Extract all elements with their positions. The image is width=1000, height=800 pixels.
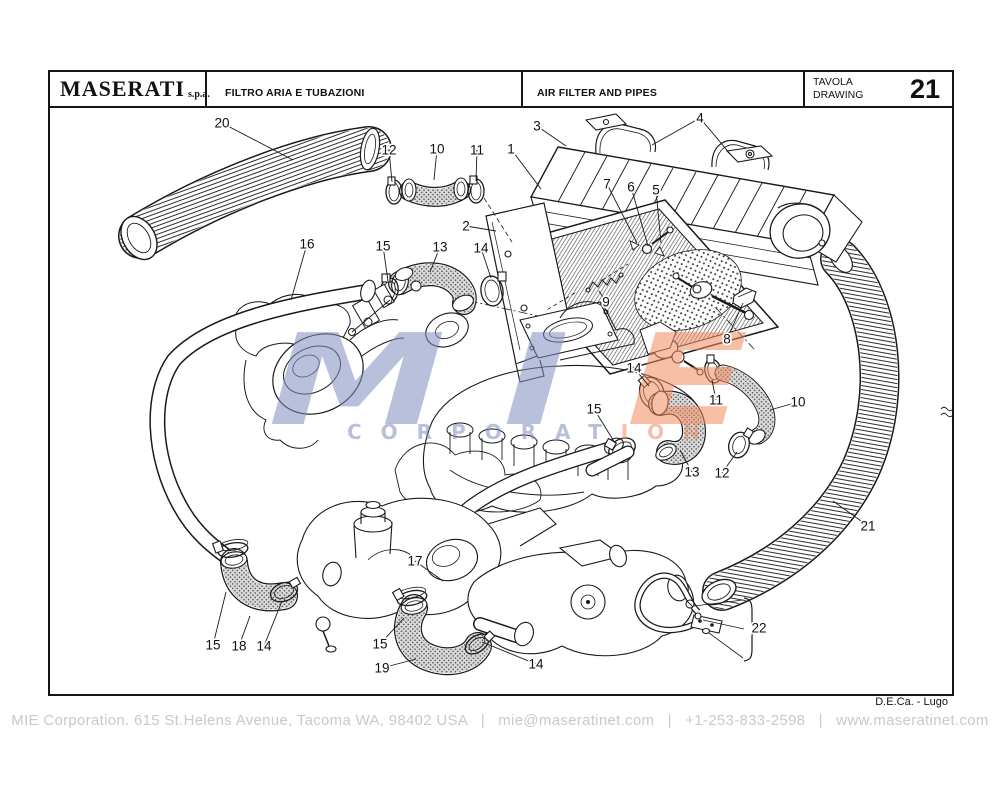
filter-element — [495, 199, 780, 375]
footer-contact-line: MIE Corporation. 615 St.Helens Avenue, T… — [11, 712, 989, 729]
hose-13-top — [379, 262, 507, 315]
hose-10-top — [385, 175, 513, 243]
intake-manifold — [233, 267, 702, 513]
print-mark — [940, 406, 954, 418]
hose-21 — [701, 239, 900, 611]
water-pump-centre — [391, 539, 695, 676]
drawing-credit: D.E.Ca. - Lugo — [875, 696, 948, 708]
hose-20 — [118, 126, 392, 261]
strap-bracket-22 — [634, 572, 759, 662]
water-pump-left — [211, 497, 557, 653]
pipe-16 — [149, 279, 376, 569]
